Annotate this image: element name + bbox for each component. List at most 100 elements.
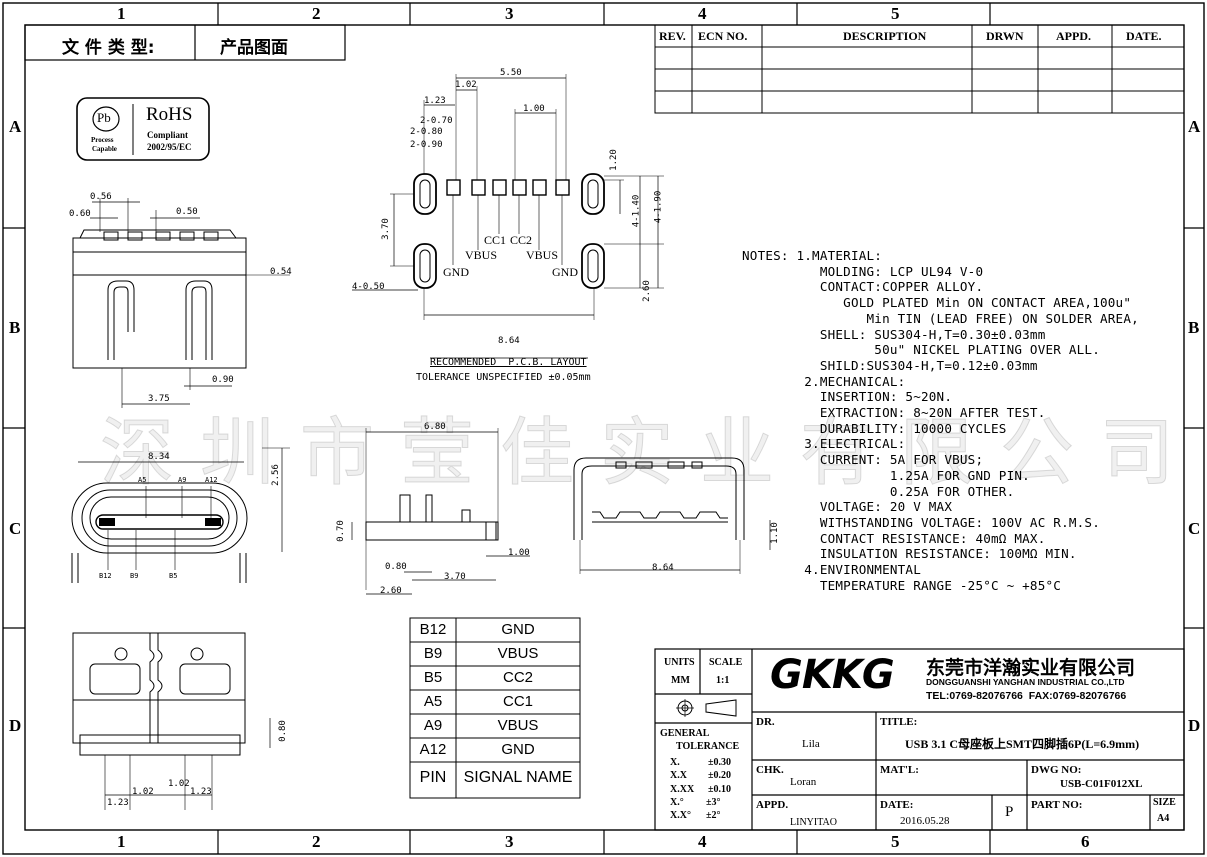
tolerance-value: ±0.10 [708,784,731,795]
pin-id: A12 [419,741,447,758]
doc-type-box [24,24,346,61]
dim-pcb-370: 3.70 [380,218,391,240]
note-line: CURRENT: 5A FOR VBUS; [742,452,984,468]
dim-pcb-260: 2.60 [641,280,652,302]
size-label: SIZE [1153,797,1176,808]
rohs-title: RoHS [146,104,193,125]
revision-p: P [1005,804,1014,820]
dim-pcb-864: 8.64 [498,336,520,346]
appd-label: APPD. [756,799,789,811]
dim-bottom-102-right: 1.02 [168,779,190,789]
pcb-label-cc2: CC2 [510,233,533,247]
pcb-caption: RECOMMENDED P.C.B. LAYOUT [430,357,587,368]
tolerance-key: X.XX [670,784,695,795]
pin-signal: CC1 [502,693,533,710]
grid-col-5-top: 5 [891,4,900,23]
note-line: NOTES: 1.MATERIAL: [742,248,883,263]
rohs-directive: 2002/95/EC [147,142,192,152]
pcb-label-gnd-right: GND [552,265,578,279]
dim-top-050: 0.50 [176,207,198,217]
units-value: MM [671,675,690,686]
pin-signal: VBUS [497,717,539,734]
tolerance-key: X. [670,757,680,768]
front-label-b5: B5 [169,572,178,580]
rev-header-description: DESCRIPTION [843,29,927,43]
revision-table-grid [654,24,1185,114]
gkkg-logo: GKKG [770,652,895,698]
note-line: SHILD:SUS304-H,T=0.12±0.03mm [742,357,1038,373]
dim-bottom-102-left: 1.02 [132,787,154,797]
dim-pcb-4x050: 4-0.50 [352,282,385,292]
general-tolerance-label1: GENERAL [660,728,710,739]
doc-type-label: 文 件 类 型: [62,38,155,58]
front-label-a5: A5 [138,476,147,484]
front-label-b9: B9 [130,572,139,580]
title-label: TITLE: [880,716,918,728]
tolerance-value: ±0.30 [708,757,731,768]
grid-col-2-bottom: 2 [312,832,321,851]
note-line: INSERTION: 5~20N. [742,389,953,405]
rohs-pb-line1: Process [91,136,114,144]
front-label-b12: B12 [99,572,112,580]
dim-pcb-2x080: 2-0.80 [410,127,443,137]
note-line: DURABILITY: 10000 CYCLES [742,420,1007,436]
chk-value: Loran [790,776,817,788]
note-line: 0.25A FOR OTHER. [742,483,1015,499]
note-line: WITHSTANDING VOLTAGE: 100V AC R.M.S. [742,514,1100,530]
pcb-layout-drawing [352,74,664,359]
grid-col-4-top: 4 [698,4,707,23]
rohs-logo [76,97,210,161]
dr-value: Lila [802,738,820,750]
appd-value: LINYITAO [790,817,837,828]
units-label: UNITS [664,657,695,668]
dr-label: DR. [756,716,775,728]
grid-row-a-left: A [9,117,22,136]
note-line: EXTRACTION: 8~20N AFTER TEST. [742,405,1046,421]
rohs-compliant: Compliant [147,130,189,140]
pin-signal: VBUS [497,645,539,662]
pcb-label-cc1: CC1 [484,233,507,247]
pin-id: B9 [423,645,443,662]
dim-pcb-2x070: 2-0.70 [420,116,453,126]
front-label-a12: A12 [205,476,218,484]
rev-header-ecn: ECN NO. [698,29,748,43]
note-line: GOLD PLATED Min ON CONTACT AREA,100u" [742,295,1132,311]
dim-side-260: 2.60 [380,586,402,596]
rear-view-drawing [573,457,771,574]
tolerance-key: X.X° [670,810,691,821]
dim-side-100: 1.00 [508,548,530,558]
note-line: 2.MECHANICAL: [742,373,906,389]
note-line: CONTACT RESISTANCE: 40mΩ MAX. [742,530,1046,546]
tolerance-key: X.X [670,770,687,781]
note-line: SHELL: SUS304-H,T=0.30±0.03mm [742,326,1046,342]
dim-pcb-550: 5.50 [500,68,522,78]
dim-front-834: 8.34 [148,452,170,462]
watermark: 深圳市莹佳实业有限公司 [100,410,1200,497]
grid-col-2-top: 2 [312,4,321,23]
pin-signal: GND [501,741,535,758]
pin-id: B12 [419,621,447,638]
company-name-cn: 东莞市洋瀚实业有限公司 [926,657,1136,679]
note-line: CONTACT:COPPER ALLOY. [742,279,984,295]
doc-type-value: 产品图面 [220,38,288,58]
dim-rear-864: 8.64 [652,563,674,573]
notes-block: NOTES: 1.MATERIAL: MOLDING: LCP UL94 V-0… [742,248,1139,593]
grid-ticks [3,3,1204,854]
date-label: DATE: [880,799,914,811]
pin-signal: CC2 [502,669,533,686]
rev-header-rev: REV. [659,29,686,43]
pin-id: B5 [423,669,443,686]
dim-side-370: 3.70 [444,572,466,582]
company-name-en: DONGGUANSHI YANGHAN INDUSTRIAL CO.,LTD [926,677,1125,687]
tolerance-value: ±3° [706,797,721,808]
note-line: 1.25A FOR GND PIN. [742,467,1030,483]
grid-row-d-right: D [1188,716,1201,735]
material-label: MAT'L: [880,764,919,776]
grid-col-3-bottom: 3 [505,832,514,851]
note-line: 4.ENVIRONMENTAL [742,562,921,578]
dim-bottom-080: 0.80 [277,720,288,742]
pcb-label-vbus-left: VBUS [465,248,498,262]
pcb-label-gnd-left: GND [443,265,469,279]
grid-col-4-bottom: 4 [698,832,707,851]
dwg-no-value: USB-C01F012XL [1060,778,1143,790]
